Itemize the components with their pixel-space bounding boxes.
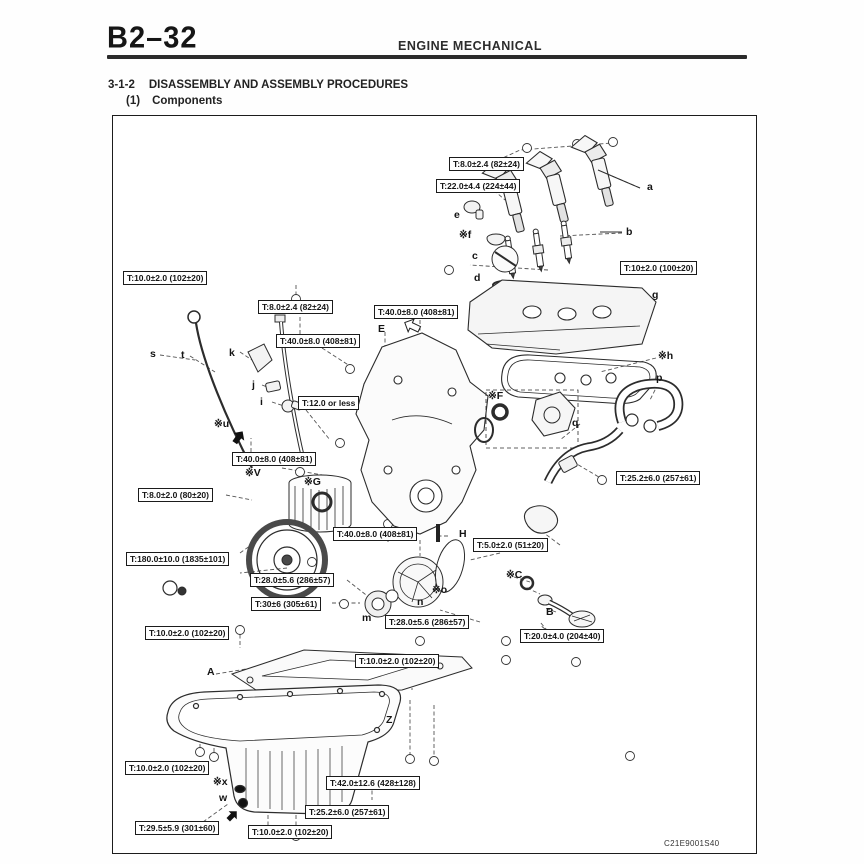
oil-strainer	[519, 575, 596, 628]
ignition-coils	[479, 131, 641, 238]
part-letter-d: d	[474, 272, 481, 284]
torque-label: T:10.0±2.0 (102±20)	[123, 271, 208, 285]
part-letter-k: k	[229, 347, 235, 359]
torque-label: T:25.2±6.0 (257±61)	[305, 805, 390, 819]
timing-chain-cover	[355, 332, 489, 535]
valve-cover-gasket	[501, 354, 657, 405]
figure-code: C21E9001S40	[664, 839, 720, 848]
page-number: B2–32	[107, 21, 198, 55]
torque-label: T:10±2.0 (100±20)	[620, 261, 698, 275]
header-rule	[107, 55, 747, 59]
part-letter-c: c	[472, 250, 478, 262]
torque-label: T:22.0±4.4 (224±44)	[436, 179, 521, 193]
torque-label: T:10.0±2.0 (102±20)	[248, 825, 333, 839]
callout-circles	[195, 137, 635, 841]
torque-label: T:8.0±2.4 (82±24)	[449, 157, 524, 171]
subsection-heading: (1) Components	[126, 95, 222, 107]
pump-gasket-o	[434, 539, 466, 593]
part-letter-C: ※C	[506, 569, 523, 581]
part-letter-h: ※h	[658, 350, 674, 362]
oil-filter	[288, 474, 352, 533]
part-letter-G: ※G	[304, 476, 321, 488]
part-letter-w: w	[219, 792, 228, 804]
part-letter-H: H	[459, 528, 467, 540]
torque-label: T:12.0 or less	[298, 396, 360, 410]
part-letter-e: e	[454, 209, 460, 221]
small-brackets-and-sensors	[247, 343, 303, 413]
torque-label: T:8.0±2.0 (80±20)	[138, 488, 213, 502]
part-letter-g: g	[652, 289, 659, 301]
torque-label: T:40.0±8.0 (408±81)	[276, 334, 361, 348]
torque-label: T:40.0±8.0 (408±81)	[232, 452, 317, 466]
sensor-and-cap-parts	[463, 200, 519, 290]
part-letter-j: j	[252, 379, 255, 391]
part-letter-Z: Z	[386, 714, 393, 726]
torque-label: T:25.2±6.0 (257±61)	[616, 471, 701, 485]
subsection-title: Components	[152, 95, 223, 107]
part-letter-a: a	[647, 181, 653, 193]
torque-label: T:20.0±4.0 (204±40)	[520, 629, 605, 643]
torque-label: T:40.0±8.0 (408±81)	[374, 305, 459, 319]
torque-label: T:28.0±5.6 (286±57)	[385, 615, 470, 629]
part-letter-q: q	[572, 417, 579, 429]
part-letter-t: t	[181, 349, 185, 361]
torque-label: T:8.0±2.4 (82±24)	[258, 300, 333, 314]
torque-label: T:180.0±10.0 (1835±101)	[126, 552, 230, 566]
torque-label: T:28.0±5.6 (286±57)	[250, 573, 335, 587]
part-letter-A: A	[207, 666, 215, 678]
part-letter-o: ※o	[432, 584, 448, 596]
oil-seal-g	[311, 491, 333, 513]
cam-actuator-group	[474, 389, 579, 449]
page-title: ENGINE MECHANICAL	[398, 39, 542, 53]
part-letter-u: ※u	[214, 418, 230, 430]
part-letter-F: ※F	[488, 390, 504, 402]
part-letter-E: E	[378, 323, 386, 335]
water-pump-group	[364, 539, 466, 618]
part-letter-n: n	[417, 596, 424, 608]
part-letter-V: ※V	[245, 467, 261, 479]
section-heading: 3-1-2 DISASSEMBLY AND ASSEMBLY PROCEDURES	[108, 79, 408, 91]
torque-label: T:10.0±2.0 (102±20)	[125, 761, 210, 775]
part-letter-p: p	[656, 372, 663, 384]
part-letter-f: ※f	[459, 229, 472, 241]
drain-plug-w	[237, 797, 249, 809]
direction-arrow-icon	[401, 315, 423, 337]
part-letter-s: s	[150, 348, 156, 360]
torque-label: T:30±6 (305±61)	[251, 597, 322, 611]
torque-label: T:29.5±5.9 (301±60)	[135, 821, 220, 835]
drain-gasket-x	[234, 784, 246, 794]
torque-label: T:40.0±8.0 (408±81)	[333, 527, 418, 541]
part-letter-b: b	[626, 226, 633, 238]
valve-cover	[467, 279, 657, 355]
part-letter-x: ※x	[213, 776, 228, 788]
torque-label: T:5.0±2.0 (51±20)	[473, 538, 548, 552]
part-letter-i: i	[260, 396, 263, 408]
section-title: DISASSEMBLY AND ASSEMBLY PROCEDURES	[148, 79, 409, 91]
torque-label: T:10.0±2.0 (102±20)	[355, 654, 440, 668]
stud-bolt-h	[436, 524, 440, 542]
heater-hoses	[523, 378, 684, 534]
subsection-number: (1)	[126, 95, 141, 107]
torque-label: T:10.0±2.0 (102±20)	[145, 626, 230, 640]
section-number: 3-1-2	[108, 79, 135, 91]
part-letter-B: B	[546, 606, 554, 618]
part-letter-m: m	[362, 612, 372, 624]
torque-label: T:42.0±12.6 (428±128)	[326, 776, 420, 790]
